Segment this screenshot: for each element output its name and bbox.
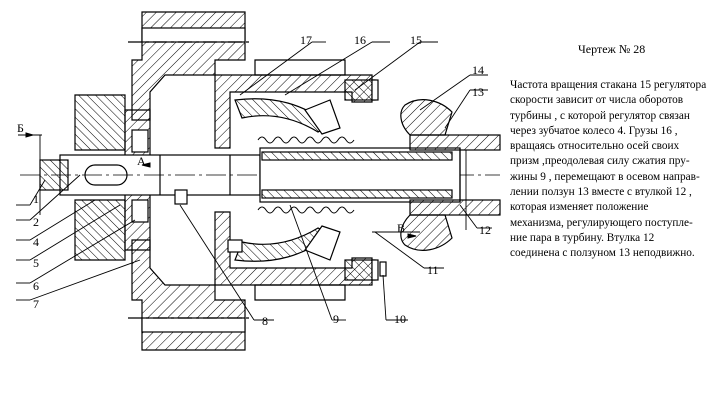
description-line: вращаясь относительно осей своих	[510, 140, 680, 153]
description-line: которая изменяет положение	[510, 201, 649, 214]
part-label-17: 17	[300, 33, 312, 47]
drawing-title: Чертеж № 28	[578, 42, 646, 56]
part-label-11: 11	[427, 263, 439, 277]
leader-lines	[16, 41, 492, 321]
part-label-15: 15	[410, 33, 422, 47]
part-label-9: 9	[333, 312, 339, 326]
part-label-13: 13	[472, 85, 484, 99]
description-line: соединена с ползуном 13 неподвижно.	[510, 247, 695, 260]
spring-9	[257, 136, 355, 214]
description-line: скорости зависит от числа оборотов	[510, 94, 684, 107]
part-label-1: 1	[33, 192, 39, 206]
part-label-5: 5	[33, 256, 39, 270]
description-line: призм ,преодолевая силу сжатия пру-	[510, 155, 690, 168]
part-label-14: 14	[472, 63, 484, 77]
part-label-7: 7	[33, 297, 39, 311]
section-mark-a: А	[137, 154, 146, 168]
description-line: ние пара в турбину. Втулка 12	[510, 231, 655, 244]
part-label-8: 8	[262, 314, 268, 328]
description-line: Частота вращения стакана 15 регулятора	[510, 79, 707, 91]
part-numbers: 1 2 4 5 6 7 8 9 10 11 12 13 14 15 16 17	[33, 33, 491, 328]
lever-14	[400, 99, 453, 251]
part-label-6: 6	[33, 279, 39, 293]
description-line: турбины , с которой регулятор связан	[510, 109, 690, 122]
description-line: лении ползун 13 вместе с втулкой 12 ,	[510, 186, 692, 199]
description-text: Частота вращения стакана 15 регулятора с…	[510, 78, 724, 262]
section-marks: Б А В	[17, 121, 405, 235]
description-line: механизма, регулирующего поступле-	[510, 216, 693, 229]
main-shaft	[20, 154, 500, 196]
gear-wheel-7	[128, 11, 250, 351]
section-mark-b: Б	[17, 121, 24, 135]
part-label-2: 2	[33, 215, 39, 229]
slider-13-bushing-12	[259, 134, 501, 216]
part-label-10: 10	[394, 312, 406, 326]
part-label-12: 12	[479, 223, 491, 237]
section-arrows	[18, 132, 417, 239]
flyweights-16	[234, 98, 341, 262]
section-mark-v: В	[397, 221, 405, 235]
part-label-16: 16	[354, 33, 366, 47]
description-line: через зубчатое колесо 4. Грузы 16 ,	[510, 124, 678, 137]
description-line: жины 9 , перемещают в осевом направ-	[510, 170, 700, 183]
part-label-4: 4	[33, 235, 39, 249]
